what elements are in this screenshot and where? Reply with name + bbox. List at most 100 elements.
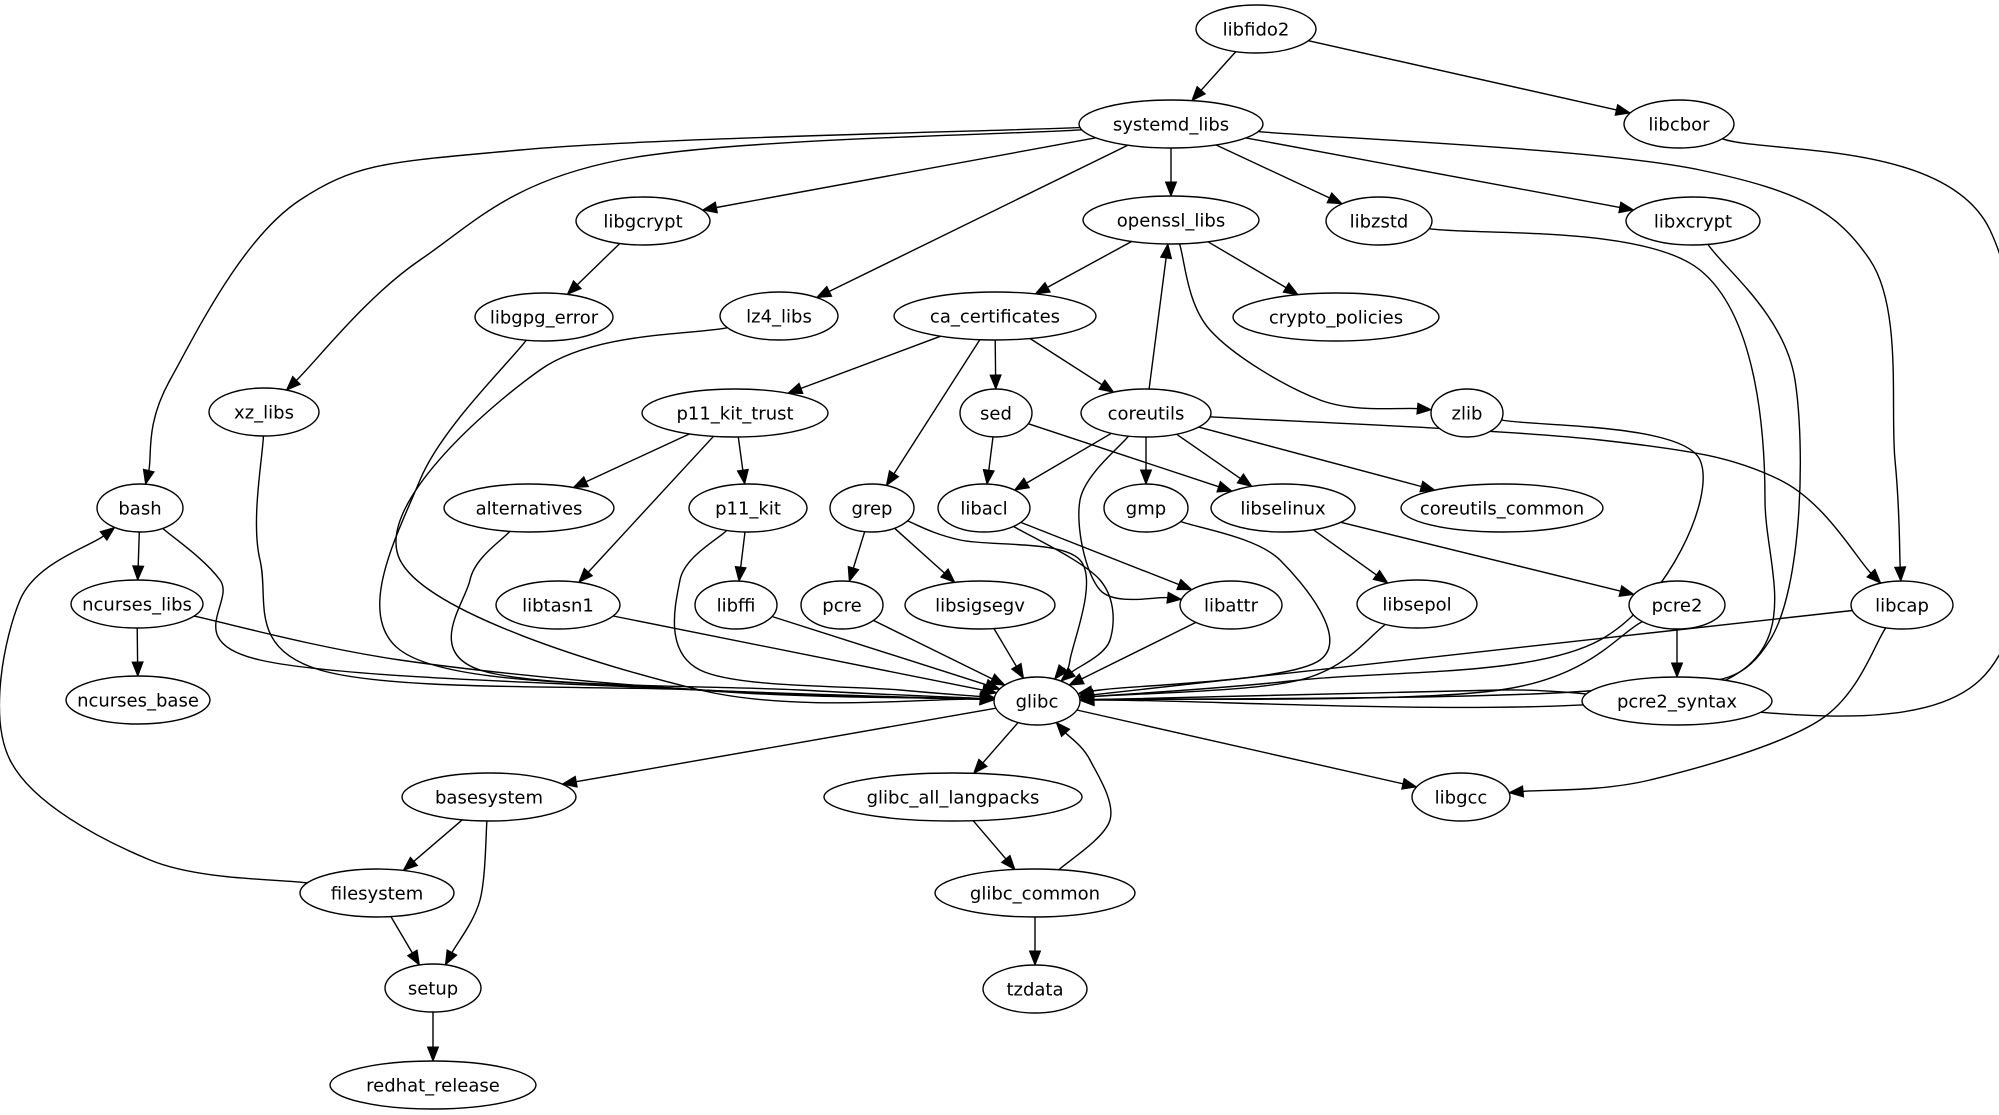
arrowhead-icon [566, 279, 583, 296]
node-label: lz4_libs [746, 307, 812, 328]
node-lz4_libs[interactable]: lz4_libs [719, 291, 839, 341]
node-alternatives[interactable]: alternatives [443, 483, 615, 533]
edge-coreutils-to-libacl [1013, 432, 1112, 491]
node-bash[interactable]: bash [96, 483, 184, 533]
node-libcbor[interactable]: libcbor [1623, 99, 1735, 149]
arrowhead-icon [1282, 282, 1300, 296]
node-libgcc[interactable]: libgcc [1411, 772, 1511, 822]
node-libzstd[interactable]: libzstd [1325, 196, 1433, 246]
node-coreutils[interactable]: coreutils [1080, 388, 1212, 438]
arrowhead-icon [1372, 569, 1389, 584]
edge-line [771, 615, 987, 686]
node-libtasn1[interactable]: libtasn1 [495, 580, 621, 630]
node-gmp[interactable]: gmp [1103, 483, 1189, 533]
node-ellipse [1581, 676, 1773, 726]
edge-line [894, 527, 945, 574]
arrowhead-icon [1190, 85, 1207, 102]
node-label: basesystem [435, 788, 543, 809]
edge-libsigsegv-to-glibc [993, 628, 1025, 680]
edge-line [1013, 525, 1114, 673]
arrowhead-icon [1866, 568, 1882, 585]
node-libattr[interactable]: libattr [1179, 580, 1283, 630]
node-setup[interactable]: setup [384, 963, 482, 1013]
node-zlib[interactable]: zlib [1430, 388, 1504, 438]
arrowhead-icon [847, 565, 860, 583]
arrowhead-icon [815, 285, 833, 299]
edge-line [828, 144, 1129, 293]
node-libffi[interactable]: libffi [694, 580, 778, 630]
node-p11_kit_trust[interactable]: p11_kit_trust [641, 388, 829, 438]
node-ncurses_base[interactable]: ncurses_base [65, 675, 211, 725]
node-libacl[interactable]: libacl [937, 483, 1031, 533]
node-ellipse [1628, 580, 1726, 630]
edge-line [716, 137, 1096, 209]
arrowhead-icon [402, 856, 419, 872]
node-label: libfido2 [1223, 20, 1290, 41]
node-libfido2[interactable]: libfido2 [1195, 4, 1317, 54]
edge-coreutils-to-openssl_libs [1148, 242, 1173, 390]
edge-line [1058, 732, 1112, 871]
node-pcre2_syntax[interactable]: pcre2_syntax [1581, 676, 1773, 726]
node-label: libxcrypt [1654, 212, 1732, 233]
node-libselinux[interactable]: libselinux [1210, 483, 1356, 533]
node-tzdata[interactable]: tzdata [982, 964, 1088, 1014]
node-libgcrypt[interactable]: libgcrypt [575, 196, 711, 246]
arrowhead-icon [142, 468, 155, 486]
node-pcre[interactable]: pcre [800, 580, 884, 630]
arrowhead-icon [561, 775, 578, 788]
node-glibc[interactable]: glibc [993, 676, 1081, 726]
edge-libacl-to-glibc [1013, 525, 1114, 682]
node-ellipse [641, 388, 829, 438]
node-ncurses_libs[interactable]: ncurses_libs [70, 579, 204, 629]
node-ellipse [1325, 196, 1433, 246]
edge-line [1093, 419, 1704, 698]
arrowhead-icon [1034, 281, 1052, 295]
node-sed[interactable]: sed [959, 388, 1033, 438]
node-ellipse [329, 1060, 537, 1110]
arrowhead-icon [572, 475, 590, 489]
node-ellipse [70, 579, 204, 629]
node-ellipse [384, 963, 482, 1013]
node-xz_libs[interactable]: xz_libs [208, 387, 320, 437]
node-coreutils_common[interactable]: coreutils_common [1400, 483, 1604, 533]
node-ellipse [993, 676, 1081, 726]
arrowhead-icon [1401, 777, 1418, 790]
node-ca_certificates[interactable]: ca_certificates [893, 291, 1097, 341]
arrowhead-icon [786, 382, 804, 395]
node-grep[interactable]: grep [829, 483, 915, 533]
node-crypto_policies[interactable]: crypto_policies [1232, 292, 1440, 342]
edge-line [379, 339, 981, 700]
edge-line [907, 520, 1088, 672]
edge-line [740, 531, 746, 568]
node-redhat_release[interactable]: redhat_release [329, 1060, 537, 1110]
edge-line [395, 327, 981, 704]
edge-libfido2-to-systemd_libs [1190, 51, 1237, 102]
edge-glibc_common-to-tzdata [1028, 917, 1042, 967]
node-openssl_libs[interactable]: openssl_libs [1082, 195, 1260, 245]
edge-line [1198, 426, 1422, 488]
node-glibc_common[interactable]: glibc_common [934, 868, 1136, 918]
node-libsepol[interactable]: libsepol [1356, 579, 1478, 629]
node-label: xz_libs [234, 403, 294, 424]
edge-line [1215, 144, 1330, 199]
node-libgpg_error[interactable]: libgpg_error [474, 292, 614, 342]
node-libsigsegv[interactable]: libsigsegv [904, 580, 1056, 630]
node-libcap[interactable]: libcap [1850, 580, 1954, 630]
edge-line [1258, 130, 1901, 568]
node-glibc_all_langpacks[interactable]: glibc_all_langpacks [823, 772, 1083, 822]
edge-pcre-to-glibc [873, 619, 1007, 686]
arrowhead-icon [131, 661, 144, 678]
node-pcre2[interactable]: pcre2 [1628, 580, 1726, 630]
node-libxcrypt[interactable]: libxcrypt [1625, 196, 1761, 246]
node-label: glibc [1016, 692, 1059, 713]
edge-line [1176, 433, 1241, 479]
edge-line [893, 339, 981, 475]
node-systemd_libs[interactable]: systemd_libs [1078, 99, 1264, 149]
edge-openssl_libs-to-zlib [1178, 243, 1433, 415]
arrowhead-icon [577, 567, 594, 584]
node-basesystem[interactable]: basesystem [401, 772, 577, 822]
node-filesystem[interactable]: filesystem [299, 868, 455, 918]
arrowhead-icon [1010, 662, 1025, 680]
node-p11_kit[interactable]: p11_kit [688, 483, 808, 533]
